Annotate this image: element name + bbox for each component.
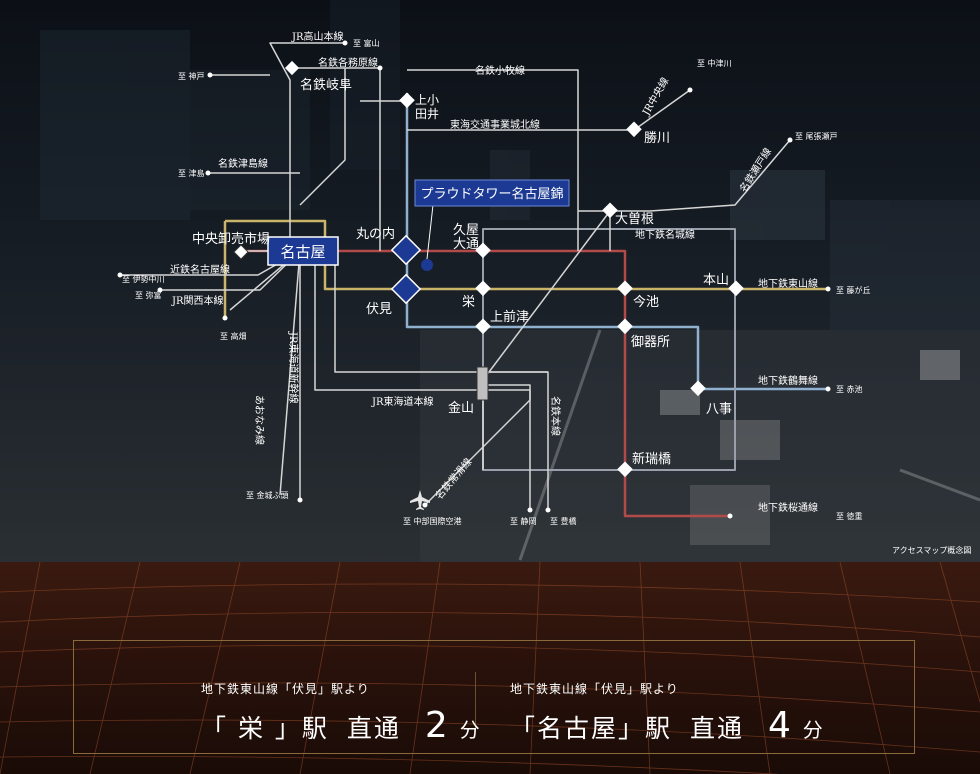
line-label-sakuradori: 地下鉄桜通線 <box>758 501 818 514</box>
line-label-tsurumai: 地下鉄鶴舞線 <box>758 374 818 387</box>
line-label-kintetsu: 近鉄名古屋線 <box>170 263 230 276</box>
access-minutes: 2 <box>424 705 450 746</box>
info-divider <box>475 672 476 732</box>
station-label-chuo: 中央卸売市場 <box>192 231 270 247</box>
dest-nakatsugawa: 至 中津川 <box>697 58 732 68</box>
station-label-kamiotai-1: 上小 <box>415 93 439 107</box>
station-kachigawa <box>626 121 642 138</box>
station-label-nagoya: 名古屋 <box>280 243 325 261</box>
station-imaike <box>617 280 633 297</box>
nagoya-station-box <box>267 236 339 266</box>
station-ozone <box>602 202 618 219</box>
line-label-meitetsu-honsen: 名鉄本線 <box>549 396 562 436</box>
access-unit: 分 <box>802 718 825 742</box>
dest-chubu-airport: 至 中部国際空港 <box>403 516 462 526</box>
dest-isenakagawa: 至 伊勢中川 <box>122 274 165 284</box>
line-label-jr-chuo: JR中央線 <box>639 75 672 118</box>
end-markers <box>117 40 831 519</box>
access-item-nagoya: 地下鉄東山線「伏見」駅より 「名古屋」駅 直通 4 分 <box>510 680 825 746</box>
station-hisaya <box>475 242 491 259</box>
line-label-aonami: あおなみ線 <box>253 395 266 445</box>
station-kanayama <box>476 366 489 401</box>
station-gifu <box>284 60 300 76</box>
access-from-label: 地下鉄東山線「伏見」駅より <box>201 682 370 696</box>
station-label-kamimaezu: 上前津 <box>490 309 529 325</box>
station-fushimi <box>390 273 422 305</box>
dest-kobe: 至 神戸 <box>178 71 205 81</box>
station-label-fushimi: 伏見 <box>366 302 392 317</box>
map-caption: アクセスマップ概念図 <box>892 545 971 555</box>
station-aratama <box>617 461 633 478</box>
line-label-jr-tokaido: JR東海道本線 <box>371 395 434 408</box>
dest-akaike: 至 赤池 <box>836 384 863 394</box>
line-label-shinkansen: JR東海道新幹線 <box>287 331 300 404</box>
dest-tsushima: 至 津島 <box>178 168 205 178</box>
station-label-motoyama: 本山 <box>703 273 729 288</box>
station-label-marunouchi: 丸の内 <box>356 226 395 242</box>
access-mode: 直通 <box>689 714 744 743</box>
station-label-yagoto: 八事 <box>706 402 732 417</box>
access-unit: 分 <box>459 718 482 742</box>
access-station: 「 栄 」駅 <box>201 714 329 743</box>
dest-toyohashi: 至 豊橋 <box>550 516 577 526</box>
station-chuo <box>233 244 249 260</box>
line-label-jr-kansai: JR関西本線 <box>171 294 224 307</box>
station-label-hisaya-2: 大通 <box>453 237 479 252</box>
property-callout <box>414 179 570 207</box>
access-map: 名古屋 プラウドタワー名古屋錦 中央卸売市場 丸の内 伏見 久屋 大通 栄 上前… <box>0 0 980 562</box>
line-label-meijo: 地下鉄名城線 <box>635 228 695 241</box>
station-label-kanayama: 金山 <box>448 400 474 416</box>
access-item-sakae: 地下鉄東山線「伏見」駅より 「 栄 」駅 直通 2 分 <box>201 680 482 746</box>
access-mode: 直通 <box>346 714 401 743</box>
background-buildings <box>40 0 980 562</box>
dest-toyama: 至 富山 <box>353 38 380 48</box>
dest-yatomi: 至 弥富 <box>135 290 162 300</box>
line-label-komaki: 名鉄小牧線 <box>475 64 525 77</box>
line-label-tsushima: 名鉄津島線 <box>218 157 268 170</box>
station-yagoto <box>690 380 706 397</box>
station-label-sakae: 栄 <box>462 295 475 310</box>
dest-fujigaoka: 至 藤が丘 <box>836 285 871 295</box>
decorative-grid <box>0 562 980 774</box>
dest-kinjofuto: 至 金城ふ頭 <box>246 490 289 500</box>
meijo-line <box>482 228 736 471</box>
station-label-kachigawa: 勝川 <box>644 131 670 146</box>
station-markers <box>233 60 744 478</box>
dest-owariseto: 至 尾張瀬戸 <box>795 131 838 141</box>
access-info-box <box>73 640 915 754</box>
station-label-gokiso: 御器所 <box>631 335 670 350</box>
dest-takabata: 至 高畑 <box>220 331 247 341</box>
access-station: 「名古屋」駅 <box>510 714 673 743</box>
sakuradori-line <box>240 249 730 518</box>
line-label-kakamigahara: 名鉄各務原線 <box>318 56 378 69</box>
station-gokiso <box>617 318 633 335</box>
station-motoyama <box>728 280 744 297</box>
station-label-aratama: 新瑞橋 <box>632 451 671 467</box>
access-minutes: 4 <box>767 705 793 746</box>
station-label-gifu: 名鉄岐阜 <box>300 77 352 93</box>
station-kamiotai <box>399 92 415 109</box>
line-label-higashiyama: 地下鉄東山線 <box>758 277 818 290</box>
property-callout-label: プラウドタワー名古屋錦 <box>420 186 563 202</box>
access-summary-panel <box>0 562 980 774</box>
station-kamimaezu <box>475 318 491 335</box>
dest-tokushige: 至 徳重 <box>836 511 863 521</box>
route-map-svg: 名古屋 プラウドタワー名古屋錦 中央卸売市場 丸の内 伏見 久屋 大通 栄 上前… <box>40 0 980 562</box>
access-from-label: 地下鉄東山線「伏見」駅より <box>510 682 679 696</box>
station-label-kamiotai-2: 田井 <box>415 107 439 121</box>
property-marker <box>421 259 433 271</box>
dest-shizuoka: 至 静岡 <box>510 516 537 526</box>
station-marunouchi <box>390 234 422 266</box>
station-sakae <box>475 280 491 297</box>
station-label-hisaya-1: 久屋 <box>453 223 479 238</box>
station-label-imaike: 今池 <box>633 294 659 310</box>
airplane-icon <box>410 490 430 510</box>
line-label-johoku: 東海交通事業城北線 <box>450 118 540 131</box>
line-label-jr-takayama: JR高山本線 <box>291 30 344 43</box>
station-label-ozone: 大曽根 <box>615 212 654 227</box>
